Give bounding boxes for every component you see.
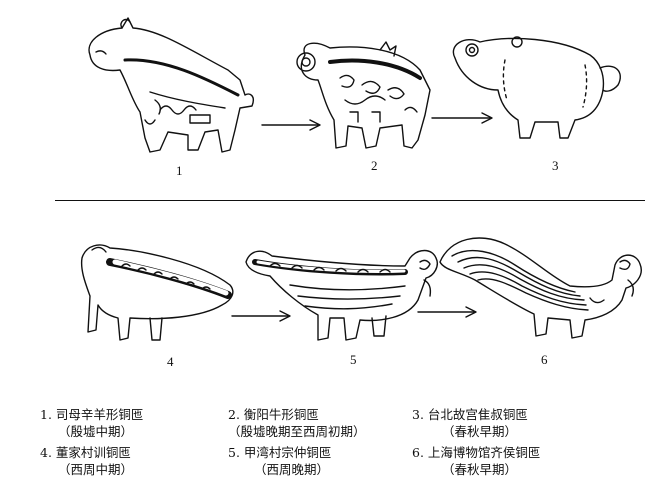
vessel-illustrations [80,17,642,341]
caption-5: 5. 甲湾村宗仲铜匜 （西周晚期） [228,444,331,478]
caption-2-period: （殷墟晚期至西周初期） [228,424,366,439]
figure-number-6: 6 [541,352,548,367]
arrow-5-to-6 [417,306,477,318]
caption-4-title: 4. 董家村训铜匜 [40,445,131,460]
vessel-3-drawing [452,36,621,139]
arrow-1-to-2 [261,119,321,131]
section-divider [55,200,645,201]
caption-5-title: 5. 甲湾村宗仲铜匜 [228,445,332,460]
vessel-5-drawing [245,249,438,341]
vessel-2-drawing [296,41,431,149]
figure-number-1: 1 [176,163,183,178]
caption-4-period: （西周中期） [58,462,134,477]
figure-number-4: 4 [167,354,174,369]
caption-5-period: （西周晚期） [254,462,330,477]
caption-2: 2. 衡阳牛形铜匜 （殷墟晚期至西周初期） [228,406,366,440]
caption-4: 4. 董家村训铜匜 （西周中期） [40,444,133,478]
vessel-1-drawing [88,17,254,153]
caption-6-period: （春秋早期） [442,462,518,477]
arrow-2-to-3 [431,112,493,124]
caption-1-title: 1. 司母辛羊形铜匜 [40,407,144,422]
arrow-4-to-5 [231,310,291,322]
caption-1-period: （殷墟中期） [58,424,134,439]
caption-3-period: （春秋早期） [442,424,518,439]
vessel-4-drawing [80,244,234,341]
caption-3-title: 3. 台北故宫隹叔铜匜 [412,407,528,422]
caption-block: 1. 司母辛羊形铜匜 （殷墟中期） 2. 衡阳牛形铜匜 （殷墟晚期至西周初期） … [0,400,663,485]
caption-2-title: 2. 衡阳牛形铜匜 [228,407,319,422]
caption-3: 3. 台北故宫隹叔铜匜 （春秋早期） [412,406,528,440]
caption-6-title: 6. 上海博物馆齐侯铜匜 [412,445,541,460]
figure-number-3: 3 [552,158,559,173]
caption-1: 1. 司母辛羊形铜匜 （殷墟中期） [40,406,143,440]
figure-number-5: 5 [350,352,357,367]
vessel-6-drawing [439,237,642,339]
figure-number-2: 2 [371,158,378,173]
caption-6: 6. 上海博物馆齐侯铜匜 （春秋早期） [412,444,540,478]
